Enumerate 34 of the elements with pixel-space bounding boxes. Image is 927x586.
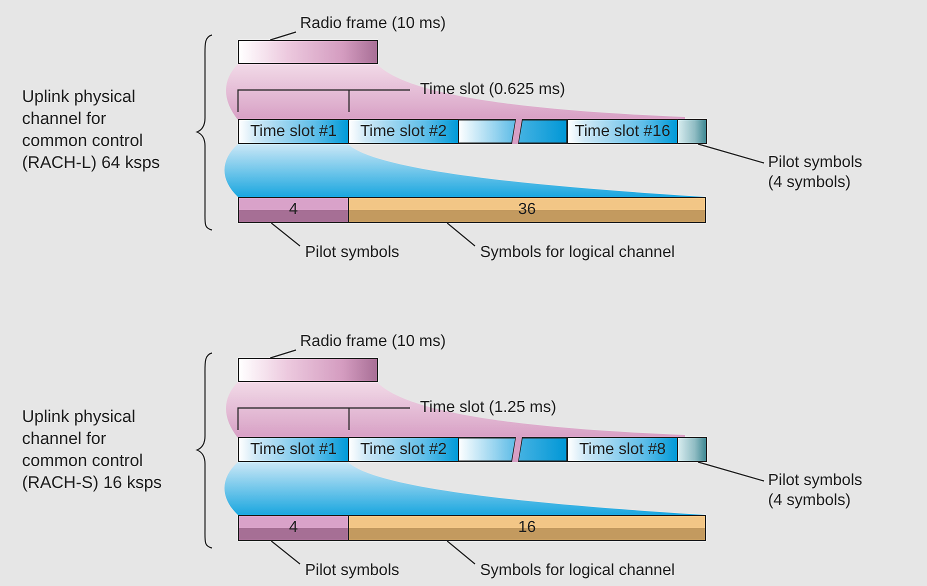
leader-label: Pilot symbols (4 symbols) <box>768 471 880 511</box>
time-slot: Time slot #1 <box>238 119 349 144</box>
data-symbols-segment: 36 <box>348 197 706 223</box>
time-slot: Time slot #2 <box>348 119 459 144</box>
leader-line <box>270 222 300 246</box>
pilot-segment <box>677 119 707 144</box>
leader-line <box>270 349 296 359</box>
radio-frame-bar <box>238 40 378 64</box>
leader-label: Symbols for logical channel <box>480 243 675 263</box>
leader-label: Symbols for logical channel <box>480 561 675 581</box>
leader-line <box>698 143 764 164</box>
time-slot: Time slot #8 <box>567 437 678 462</box>
leader-line <box>270 540 300 564</box>
pilot-symbols-segment: 4 <box>238 515 349 541</box>
leader-line <box>446 540 476 564</box>
leader-label: Radio frame (10 ms) <box>300 332 446 352</box>
leader-label: Pilot symbols (4 symbols) <box>768 153 880 193</box>
pilot-symbols-segment: 4 <box>238 197 349 223</box>
bracket-label: Time slot (0.625 ms) <box>420 80 566 100</box>
radio-frame-bar <box>238 358 378 382</box>
leader-line <box>270 31 296 41</box>
channel-label: Uplink physical channel for common control (RACH-S) 16 ksps <box>22 406 163 494</box>
leader-label: Radio frame (10 ms) <box>300 14 446 34</box>
pilot-segment <box>677 437 707 462</box>
channel-label: Uplink physical channel for common control (RACH-L) 64 ksps <box>22 86 161 174</box>
time-slot: Time slot #2 <box>348 437 459 462</box>
leader-line <box>698 461 764 482</box>
data-symbols-segment: 16 <box>348 515 706 541</box>
leader-label: Pilot symbols <box>305 243 400 263</box>
leader-label: Pilot symbols <box>305 561 400 581</box>
leader-line <box>446 222 476 246</box>
bracket-label: Time slot (1.25 ms) <box>420 398 556 418</box>
time-slot: Time slot #1 <box>238 437 349 462</box>
time-slot: Time slot #16 <box>567 119 678 144</box>
